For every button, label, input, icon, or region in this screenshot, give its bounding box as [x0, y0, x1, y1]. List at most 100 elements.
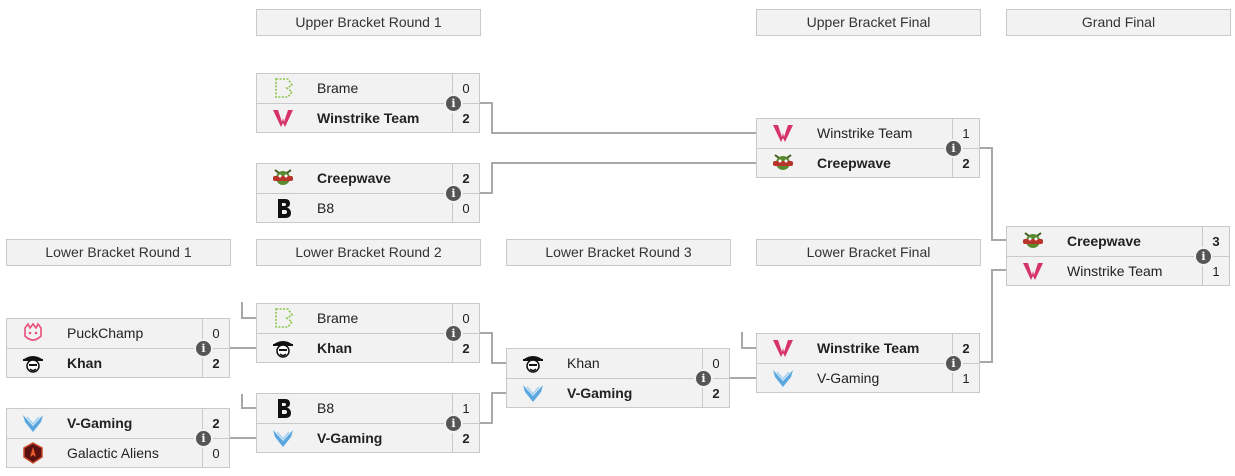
team-score: 0	[452, 74, 479, 103]
puckchamp-logo-icon	[21, 322, 45, 344]
vgaming-logo-icon	[521, 382, 545, 404]
team-score: 1	[952, 364, 979, 393]
team-name[interactable]: Creepwave	[817, 155, 891, 171]
team-score: 0	[452, 194, 479, 223]
team-row[interactable]: Khan 0	[507, 349, 729, 378]
header-lower-bracket-round-2: Lower Bracket Round 2	[256, 239, 481, 266]
creepwave-logo-icon	[271, 167, 295, 189]
team-row[interactable]: V-Gaming 2	[7, 409, 229, 438]
team-score: 3	[1202, 227, 1229, 256]
team-row[interactable]: V-Gaming 1	[757, 363, 979, 393]
team-name[interactable]: B8	[317, 400, 335, 416]
vgaming-logo-icon	[21, 412, 45, 434]
creepwave-logo-icon	[771, 152, 795, 174]
team-row[interactable]: Winstrike Team 1	[1007, 256, 1229, 286]
team-name[interactable]: Winstrike Team	[817, 125, 913, 141]
header-lower-bracket-round-3: Lower Bracket Round 3	[506, 239, 731, 266]
team-score: 1	[1202, 257, 1229, 286]
header-lower-bracket-final: Lower Bracket Final	[756, 239, 981, 266]
team-name[interactable]: Brame	[317, 80, 359, 96]
header-grand-final: Grand Final	[1006, 9, 1231, 36]
team-row[interactable]: Khan 2	[257, 333, 479, 363]
team-row[interactable]: Brame 0	[257, 74, 479, 103]
team-score: 0	[202, 319, 229, 348]
header-upper-bracket-round-1: Upper Bracket Round 1	[256, 9, 481, 36]
team-score: 2	[702, 379, 729, 408]
match-info-icon[interactable]: i	[1196, 249, 1211, 264]
team-score: 2	[452, 334, 479, 363]
match-info-icon[interactable]: i	[446, 326, 461, 341]
team-score: 2	[952, 149, 979, 178]
team-name[interactable]: Winstrike Team	[817, 340, 920, 356]
match-info-icon[interactable]: i	[446, 186, 461, 201]
team-row[interactable]: PuckChamp 0	[7, 319, 229, 348]
team-row[interactable]: Creepwave 3	[1007, 227, 1229, 256]
header-lower-bracket-round-1: Lower Bracket Round 1	[6, 239, 231, 266]
winstrike-logo-icon	[271, 107, 295, 129]
team-name[interactable]: PuckChamp	[67, 325, 144, 341]
team-name[interactable]: Winstrike Team	[1067, 263, 1163, 279]
creepwave-logo-icon	[1021, 230, 1045, 252]
team-row[interactable]: Galactic Aliens 0	[7, 438, 229, 468]
team-name[interactable]: Galactic Aliens	[67, 445, 159, 461]
team-row[interactable]: Creepwave 2	[757, 148, 979, 178]
match-info-icon[interactable]: i	[696, 371, 711, 386]
vgaming-logo-icon	[271, 427, 295, 449]
winstrike-logo-icon	[771, 337, 795, 359]
team-name[interactable]: V-Gaming	[67, 415, 133, 431]
khan-logo-icon	[21, 352, 45, 374]
team-name[interactable]: Khan	[317, 340, 352, 356]
vgaming-logo-icon	[771, 367, 795, 389]
match-info-icon[interactable]: i	[446, 416, 461, 431]
team-name[interactable]: Brame	[317, 310, 359, 326]
winstrike-logo-icon	[1021, 260, 1045, 282]
team-name[interactable]: V-Gaming	[317, 430, 383, 446]
header-upper-bracket-final: Upper Bracket Final	[756, 9, 981, 36]
team-name[interactable]: Khan	[67, 355, 102, 371]
team-row[interactable]: V-Gaming 2	[507, 378, 729, 408]
team-score: 0	[202, 439, 229, 468]
team-name[interactable]: Khan	[567, 355, 600, 371]
brame-logo-icon	[271, 77, 295, 99]
team-row[interactable]: Winstrike Team 1	[757, 119, 979, 148]
team-score: 2	[202, 349, 229, 378]
team-name[interactable]: Winstrike Team	[317, 110, 420, 126]
team-row[interactable]: Khan 2	[7, 348, 229, 378]
khan-logo-icon	[521, 352, 545, 374]
team-row[interactable]: Brame 0	[257, 304, 479, 333]
match-info-icon[interactable]: i	[196, 431, 211, 446]
match-info-icon[interactable]: i	[446, 96, 461, 111]
team-score: 2	[202, 409, 229, 438]
b8-logo-icon	[271, 397, 295, 419]
match-info-icon[interactable]: i	[196, 341, 211, 356]
team-name[interactable]: Creepwave	[1067, 233, 1141, 249]
team-score: 0	[702, 349, 729, 378]
team-name[interactable]: Creepwave	[317, 170, 391, 186]
match-info-icon[interactable]: i	[946, 356, 961, 371]
team-name[interactable]: V-Gaming	[817, 370, 880, 386]
winstrike-logo-icon	[771, 122, 795, 144]
team-score: 0	[452, 304, 479, 333]
match-info-icon[interactable]: i	[946, 141, 961, 156]
team-score: 2	[452, 164, 479, 193]
b8-logo-icon	[271, 197, 295, 219]
team-score: 1	[952, 119, 979, 148]
team-row[interactable]: B8 0	[257, 193, 479, 223]
team-name[interactable]: V-Gaming	[567, 385, 633, 401]
team-row[interactable]: Creepwave 2	[257, 164, 479, 193]
team-name[interactable]: B8	[317, 200, 335, 216]
